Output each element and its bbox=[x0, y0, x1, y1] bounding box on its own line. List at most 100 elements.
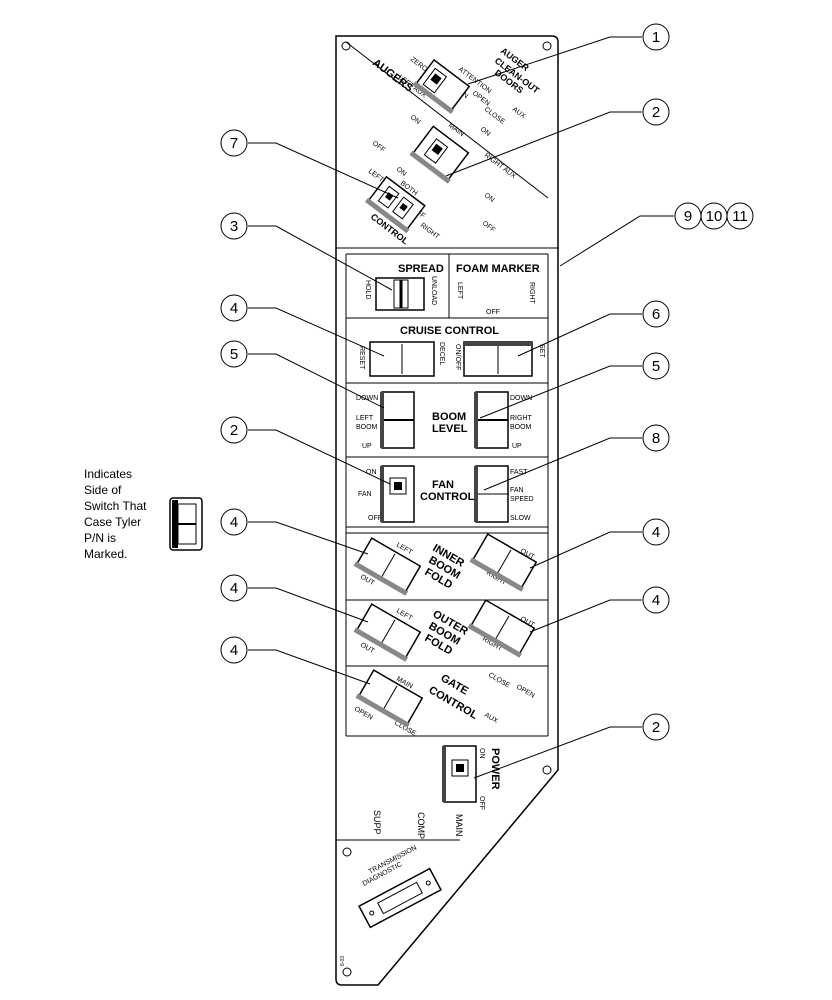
power-main: MAIN bbox=[454, 814, 464, 837]
power-on: ON bbox=[478, 748, 485, 759]
mount-hole bbox=[542, 41, 552, 51]
spread-title: SPREAD bbox=[398, 263, 444, 275]
outer-boom-fold-section: OUTER BOOM FOLD LEFT RIGHT IN OUT OUT IN bbox=[353, 599, 536, 663]
spread-section: SPREAD HOLD UNLOAD FOAM MARKER LEFT RIGH… bbox=[364, 263, 540, 316]
gate-close: CLOSE bbox=[487, 672, 511, 690]
augers-label: RIGHT AUX bbox=[483, 152, 518, 180]
fan-speed-switch[interactable] bbox=[474, 465, 509, 523]
cruise-reset-decel-switch[interactable] bbox=[369, 341, 435, 377]
callout-3: 3 bbox=[220, 212, 248, 240]
spread-hold: HOLD bbox=[364, 280, 371, 299]
foam-right: RIGHT bbox=[528, 282, 535, 305]
power-switch[interactable] bbox=[442, 745, 477, 803]
right-down: DOWN bbox=[510, 395, 532, 402]
mount-hole bbox=[341, 41, 351, 51]
augers-section: AUGERS AUGER CLEAN-OUT DOORS ATTENTION Z… bbox=[365, 46, 542, 247]
augers-label: ON bbox=[479, 126, 492, 138]
callouts: 1 2 7 3 4 6 5 5 2 8 4 4 4 4 4 2 9 10 11 bbox=[220, 23, 754, 741]
svg-text:4: 4 bbox=[652, 592, 660, 609]
cruise-reset: RESET bbox=[358, 346, 365, 370]
foam-title: FOAM MARKER bbox=[456, 263, 540, 275]
foam-left: LEFT bbox=[456, 282, 463, 300]
augers-label: MAIN bbox=[447, 122, 465, 138]
right-boom-1: RIGHT bbox=[510, 415, 533, 422]
svg-text:2: 2 bbox=[230, 422, 238, 439]
footnote: 8-03 bbox=[340, 956, 346, 966]
svg-text:5: 5 bbox=[230, 346, 238, 363]
augers-label: OFF bbox=[371, 140, 386, 154]
legend-note: Indicates Side of Switch That Case Tyler… bbox=[84, 466, 164, 562]
mount-hole bbox=[342, 847, 352, 857]
legend-line: Switch That bbox=[84, 499, 147, 513]
callout-2-top: 2 bbox=[642, 98, 670, 126]
auger-clean-out-switch[interactable] bbox=[412, 58, 471, 115]
callout-9: 9 bbox=[674, 202, 702, 230]
right-up: UP bbox=[512, 443, 522, 450]
svg-text:7: 7 bbox=[230, 135, 238, 152]
augers-label: RIGHT bbox=[419, 222, 441, 241]
power-comp: COMP bbox=[416, 812, 426, 839]
inner-right-fold-switch[interactable] bbox=[469, 533, 538, 592]
cruise-onoff: ON/OFF bbox=[454, 344, 461, 370]
spread-unload: UNLOAD bbox=[430, 276, 437, 305]
boom-level-section: BOOM LEVEL DOWN LEFT BOOM UP DOWN RIGHT … bbox=[356, 391, 533, 450]
diagnostic-connector[interactable] bbox=[358, 867, 442, 929]
augers-main-switch[interactable] bbox=[409, 125, 470, 184]
fan-speed-2: SPEED bbox=[510, 496, 534, 503]
legend-line: Marked. bbox=[84, 547, 128, 561]
callout-7: 7 bbox=[220, 129, 248, 157]
gate-main-switch[interactable] bbox=[355, 669, 424, 728]
fan-title-1: FAN bbox=[432, 479, 454, 491]
augers-label: CLOSE bbox=[483, 106, 506, 126]
power-off: OFF bbox=[478, 796, 485, 810]
inner-left-fold-switch[interactable] bbox=[353, 537, 422, 596]
svg-text:4: 4 bbox=[230, 514, 238, 531]
legend-line: P/N is bbox=[84, 531, 117, 545]
callout-8: 8 bbox=[642, 424, 670, 452]
power-supp: SUPP bbox=[372, 810, 382, 835]
boom-level-title-2: LEVEL bbox=[432, 423, 468, 435]
callout-4-cruise: 4 bbox=[220, 294, 248, 322]
augers-title: AUGERS bbox=[370, 57, 415, 95]
callout-5-left: 5 bbox=[220, 340, 248, 368]
augers-label: OFF bbox=[481, 220, 496, 234]
left-boom-2: BOOM bbox=[356, 424, 378, 431]
diagnostic-section: TRANSMISSION DIAGNOSTIC bbox=[358, 845, 442, 929]
outer-left-fold-switch[interactable] bbox=[353, 603, 422, 662]
leader-lines bbox=[248, 36, 674, 779]
left-boom-1: LEFT bbox=[356, 415, 374, 422]
legend-switch-icon bbox=[169, 497, 203, 551]
left-boom-level-switch[interactable] bbox=[380, 391, 415, 449]
power-section: POWER ON OFF MAIN COMP SUPP bbox=[372, 745, 501, 839]
cruise-title: CRUISE CONTROL bbox=[400, 325, 499, 337]
fan-fast: FAST bbox=[510, 469, 528, 476]
boot-control-switch[interactable] bbox=[365, 175, 426, 234]
outer-out-l: OUT bbox=[359, 642, 376, 656]
boom-level-title-1: BOOM bbox=[432, 411, 466, 423]
svg-text:2: 2 bbox=[652, 104, 660, 121]
svg-text:9: 9 bbox=[684, 208, 692, 225]
mount-hole bbox=[342, 967, 352, 977]
spread-switch[interactable] bbox=[375, 277, 425, 311]
cruise-decel: DECEL bbox=[438, 342, 445, 365]
gate-open: OPEN bbox=[515, 684, 536, 700]
callout-4-gate: 4 bbox=[220, 636, 248, 664]
left-down: DOWN bbox=[356, 395, 378, 402]
augers-label: ON bbox=[409, 114, 422, 126]
foam-off: OFF bbox=[486, 309, 500, 316]
right-boom-level-switch[interactable] bbox=[474, 391, 509, 449]
fan-on-off-switch[interactable] bbox=[380, 465, 415, 523]
fan-control-section: FAN CONTROL ON FAN OFF FAST FAN SPEED SL… bbox=[358, 465, 534, 523]
gate-open-l: OPEN bbox=[353, 706, 374, 722]
cruise-onoff-set-switch[interactable] bbox=[463, 341, 533, 377]
legend-line: Indicates bbox=[84, 467, 133, 481]
outer-right-fold-switch[interactable] bbox=[467, 599, 536, 658]
augers-label: AUX bbox=[511, 106, 527, 120]
augers-label: ON bbox=[395, 166, 408, 178]
callout-5-right: 5 bbox=[642, 352, 670, 380]
callout-4-inner-left: 4 bbox=[220, 508, 248, 536]
svg-text:4: 4 bbox=[652, 524, 660, 541]
augers-label: ON bbox=[483, 192, 496, 204]
svg-text:2: 2 bbox=[652, 719, 660, 736]
